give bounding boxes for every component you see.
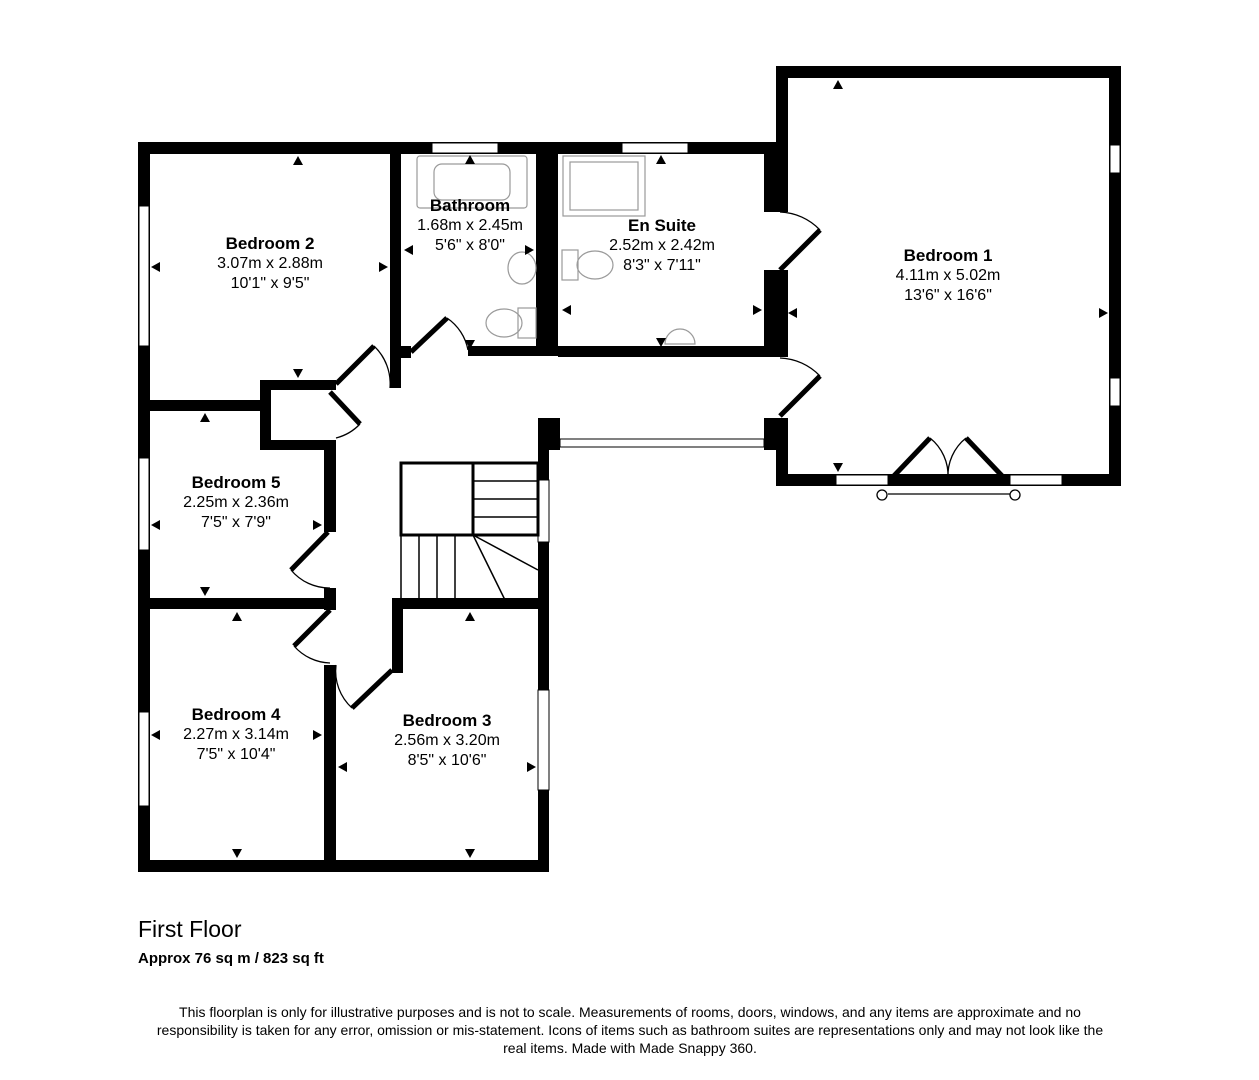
room-label-bathroom: Bathroom 1.68m x 2.45m 5'6" x 8'0" [417,196,523,256]
room-name: Bedroom 2 [225,234,315,253]
room-metric: 4.11m x 5.02m [895,267,1001,284]
room-metric: 1.68m x 2.45m [417,217,523,234]
room-label-bedroom-5: Bedroom 5 2.25m x 2.36m 7'5" x 7'9" [183,473,289,533]
room-name: Bedroom 3 [402,711,492,730]
room-metric: 2.27m x 3.14m [183,726,289,743]
bathroom-fixtures [416,155,696,345]
floorplan-drawing [138,66,1121,872]
room-name: Bedroom 1 [903,246,993,265]
room-imperial: 10'1" x 9'5" [230,275,310,292]
room-name: Bedroom 4 [191,705,281,724]
room-name: Bathroom [429,196,511,215]
room-label-bedroom-3: Bedroom 3 2.56m x 3.20m 8'5" x 10'6" [394,711,500,771]
room-name: Bedroom 5 [191,473,281,492]
floor-area: Approx 76 sq m / 823 sq ft [138,950,324,967]
room-metric: 2.25m x 2.36m [183,494,289,511]
room-imperial: 5'6" x 8'0" [435,237,505,254]
room-label-en-suite: En Suite 2.52m x 2.42m 8'3" x 7'11" [609,216,715,276]
measurement-arrows [151,80,1108,858]
room-imperial: 8'5" x 10'6" [407,752,487,769]
room-imperial: 13'6" x 16'6" [904,287,992,304]
room-label-bedroom-4: Bedroom 4 2.27m x 3.14m 7'5" x 10'4" [183,705,289,765]
floor-title: First Floor [138,916,242,942]
staircase [399,461,540,601]
doors [289,211,1021,710]
disclaimer-text: This floorplan is only for illustrative … [156,1004,1104,1056]
room-name: En Suite [627,216,697,235]
room-imperial: 7'5" x 10'4" [196,746,276,763]
room-imperial: 8'3" x 7'11" [623,257,701,274]
room-label-bedroom-2: Bedroom 2 3.07m x 2.88m 10'1" x 9'5" [217,234,323,294]
windows [138,142,1121,807]
room-metric: 2.52m x 2.42m [609,237,715,254]
room-metric: 2.56m x 3.20m [394,732,500,749]
room-metric: 3.07m x 2.88m [217,255,323,272]
room-label-bedroom-1: Bedroom 1 4.11m x 5.02m 13'6" x 16'6" [896,246,1001,306]
room-imperial: 7'5" x 7'9" [201,514,271,531]
